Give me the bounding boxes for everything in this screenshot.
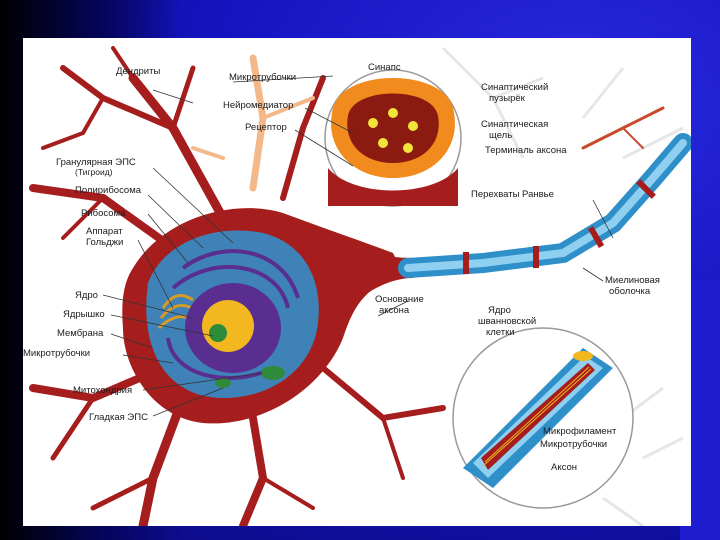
label-myelin-1: Миелиновая [605, 275, 660, 286]
label-nucleolus: Ядрышко [63, 309, 105, 320]
nucleolus [209, 324, 227, 342]
label-dendrites: Дендриты [116, 66, 160, 77]
label-microtubules-top: Микротрубочки [229, 72, 296, 83]
label-golgi-2: Гольджи [86, 237, 123, 248]
label-microtubules-inset: Микротрубочки [540, 439, 607, 450]
label-myelin-2: оболочка [609, 286, 651, 297]
label-synaptic-cleft-2: щель [489, 130, 512, 141]
label-nodes-ranvier: Перехваты Ранвье [471, 189, 554, 200]
label-synaptic-vesicle-1: Синаптический [481, 82, 548, 93]
label-synapse: Синапс [368, 62, 401, 73]
label-receptor: Рецептор [245, 122, 287, 133]
neuron-diagram-panel: Дендриты Микротрубочки Синапс Нейромедиа… [23, 38, 691, 526]
label-ribosome: Рибосома [81, 208, 126, 219]
label-axon-hillock-2: аксона [379, 305, 410, 316]
synapse-inset [325, 70, 461, 206]
nucleus-inner [202, 300, 254, 352]
label-axon-hillock-1: Основание [375, 294, 424, 305]
label-microfilament: Микрофиламент [543, 426, 617, 437]
label-microtubules-left: Микротрубочки [23, 348, 90, 359]
label-neurotransmitter: Нейромедиатор [223, 100, 293, 111]
label-membrane: Мембрана [57, 328, 104, 339]
label-schwann-2: шванновской [478, 316, 536, 327]
label-schwann-3: клетки [486, 327, 515, 338]
label-mitochondria: Митохондрия [73, 385, 132, 396]
label-axon-terminal: Терминаль аксона [485, 145, 567, 156]
label-nucleus: Ядро [75, 290, 98, 301]
label-golgi-1: Аппарат [86, 226, 123, 237]
label-schwann-1: Ядро [488, 305, 511, 316]
axon-inset [453, 328, 633, 508]
label-synaptic-vesicle-2: пузырёк [489, 93, 526, 104]
label-rough-er-2: (Тигроид) [75, 167, 113, 177]
label-axon: Аксон [551, 462, 577, 473]
label-smooth-er: Гладкая ЭПС [89, 412, 148, 423]
neuron-diagram: Дендриты Микротрубочки Синапс Нейромедиа… [23, 38, 691, 526]
label-polyribosome: Полирибосома [75, 185, 142, 196]
label-synaptic-cleft-1: Синаптическая [481, 119, 548, 130]
